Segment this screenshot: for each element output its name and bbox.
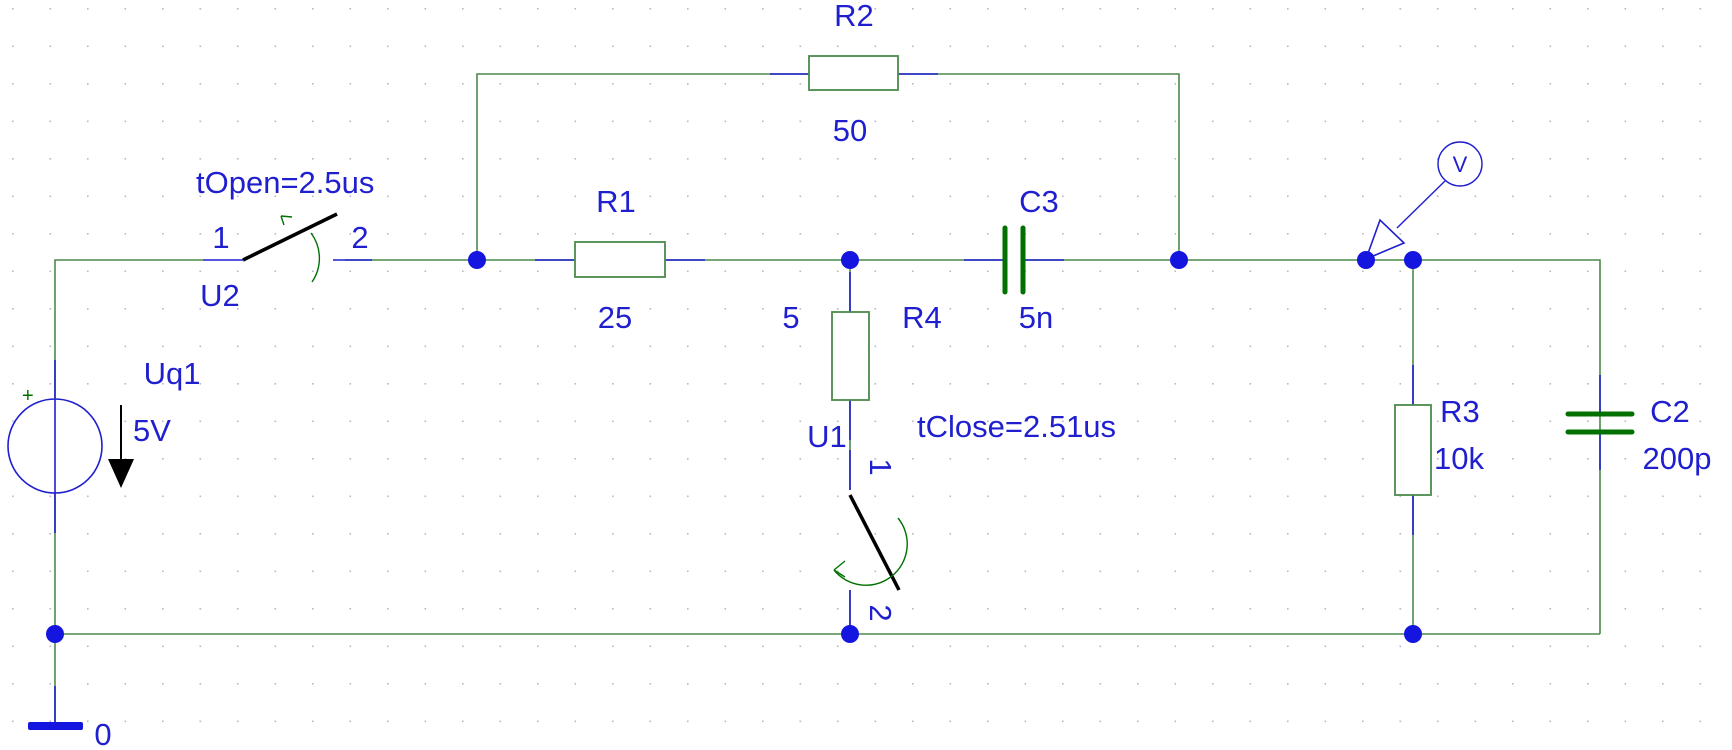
r4-name: R4 <box>902 300 942 335</box>
r3-value: 10k <box>1434 441 1484 476</box>
junction-node <box>46 625 64 643</box>
switch-u2-blade <box>242 212 338 262</box>
junctions <box>46 251 1422 643</box>
wire-r2-right <box>898 73 1180 260</box>
switch-u2-arc-arrowhead <box>280 215 293 226</box>
probe-stem <box>1396 180 1446 229</box>
switch-u1-arc-arrowhead <box>833 560 846 578</box>
r1-name: R1 <box>596 184 636 219</box>
r2-name: R2 <box>834 0 874 33</box>
junction-node <box>1404 251 1422 269</box>
junction-node <box>1170 251 1188 269</box>
u1-pin2: 2 <box>863 604 898 621</box>
source-voltage-arrow-icon <box>108 405 134 488</box>
r4-value: 5 <box>782 300 799 335</box>
capacitor-c2[interactable] <box>1565 411 1635 435</box>
ground-label: 0 <box>94 717 111 750</box>
junction-node <box>841 625 859 643</box>
switch-u2-actuation-arc-icon <box>310 232 321 283</box>
uq1-name: Uq1 <box>144 356 201 391</box>
r1-value: 25 <box>598 300 632 335</box>
u1-param: tClose=2.51us <box>917 409 1116 444</box>
voltage-source-uq1[interactable]: + <box>7 385 103 494</box>
c3-name: C3 <box>1019 184 1059 219</box>
pin-stubs <box>54 73 1601 726</box>
u2-pin2: 2 <box>351 220 368 255</box>
u2-param: tOpen=2.5us <box>196 165 374 200</box>
wire-c2-loop <box>1413 259 1601 634</box>
switch-u2[interactable] <box>242 212 338 283</box>
probe-arrow-icon <box>1364 218 1406 261</box>
junction-node <box>1404 625 1422 643</box>
wire-r2-left <box>476 73 809 260</box>
labels: R2 50 R1 25 C3 5n 5 R4 tOpen=2.5us 1 2 U… <box>94 0 1711 750</box>
switch-u1-actuation-arc-icon <box>833 517 908 586</box>
r3-name: R3 <box>1440 394 1480 429</box>
probe-circle <box>1437 141 1483 187</box>
u2-pin1: 1 <box>212 220 229 255</box>
resistor-r4[interactable] <box>831 311 870 401</box>
switch-u1[interactable] <box>833 494 908 591</box>
c3-value: 5n <box>1019 300 1053 335</box>
resistor-r3[interactable] <box>1394 404 1432 496</box>
ground-icon[interactable] <box>28 722 83 730</box>
u1-name: U1 <box>807 419 847 454</box>
voltage-probe[interactable]: V <box>1364 141 1483 261</box>
junction-node <box>468 251 486 269</box>
probe-label: V <box>1453 152 1468 177</box>
capacitor-c3[interactable] <box>1002 225 1026 295</box>
switch-u1-blade <box>848 494 901 591</box>
uq1-value: 5V <box>133 413 171 448</box>
u1-pin1: 1 <box>863 458 898 475</box>
junction-node <box>841 251 859 269</box>
junction-node <box>1357 251 1375 269</box>
r2-value: 50 <box>833 113 867 148</box>
u2-name: U2 <box>200 278 240 313</box>
resistor-r1[interactable] <box>574 241 666 278</box>
c2-name: C2 <box>1650 394 1690 429</box>
source-polarity-plus: + <box>22 385 34 407</box>
c2-value: 200p <box>1643 441 1712 476</box>
resistor-r2[interactable] <box>808 55 899 91</box>
